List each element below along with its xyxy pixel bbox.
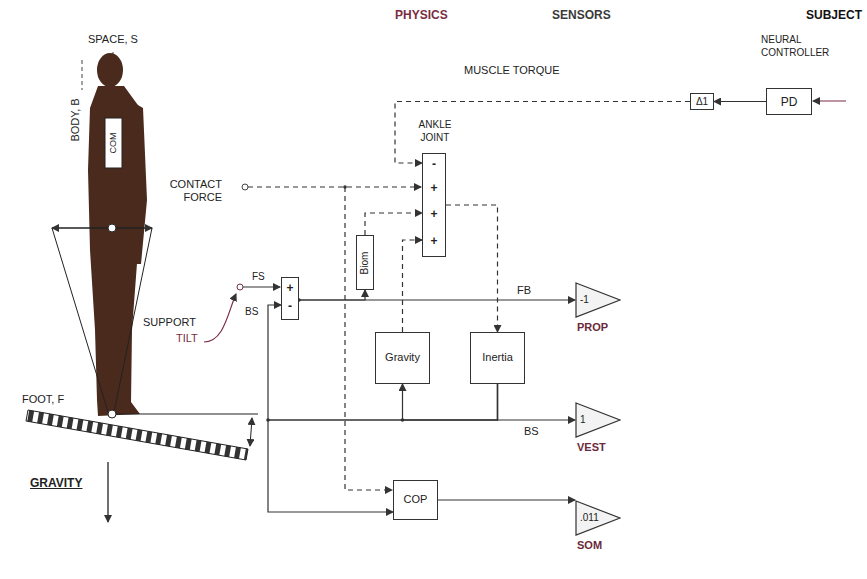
block-heading: ANKLE JOINT xyxy=(407,118,463,144)
body-axis xyxy=(82,60,83,90)
sensor-gain: .011SOM xyxy=(575,500,621,536)
delay-box: Δ1 xyxy=(690,93,714,110)
input-label: TILT xyxy=(176,332,198,345)
sign-label: + xyxy=(423,181,445,195)
controller-box: NEURAL CONTROLLERPD xyxy=(766,88,812,115)
signal-name: FS xyxy=(252,271,265,283)
com-marker xyxy=(105,118,122,168)
block-label: Inertia xyxy=(471,351,524,364)
section-heading: SUBJECT xyxy=(806,8,862,22)
signal-name: BS xyxy=(245,306,258,318)
signal-connector xyxy=(403,384,498,420)
block-label: Δ1 xyxy=(691,96,713,108)
section-heading: SENSORS xyxy=(552,8,611,22)
signal-name: BS xyxy=(522,425,541,438)
torque-connector xyxy=(365,213,422,235)
block-heading: NEURAL CONTROLLER xyxy=(761,33,837,59)
sign-label: - xyxy=(282,299,298,313)
signal-connector xyxy=(299,290,365,300)
gravity-arrow xyxy=(107,462,108,522)
gain-value: 1 xyxy=(580,414,586,426)
frame-label: SPACE, S xyxy=(88,33,138,46)
wire-junction xyxy=(266,418,270,422)
input-terminal xyxy=(237,284,243,290)
signal-name: FB xyxy=(515,284,533,297)
fs-wire xyxy=(243,286,280,287)
summing-box: ANKLE JOINT-+++ xyxy=(422,153,446,257)
wire-junction xyxy=(343,185,347,189)
force-label: GRAVITY xyxy=(30,476,82,490)
triangle-outline xyxy=(576,403,620,437)
signal-connector xyxy=(268,305,498,420)
block-label: Biom xyxy=(359,251,371,274)
summing-junction: +- xyxy=(281,277,299,320)
process-box: Inertia xyxy=(470,332,525,384)
sign-label: + xyxy=(282,281,298,295)
reference-input xyxy=(813,100,846,101)
sign-label: + xyxy=(423,234,445,248)
gain-value: .011 xyxy=(580,512,599,524)
torque-connector xyxy=(446,205,498,332)
gain-value: -1 xyxy=(580,294,589,306)
sign-label: - xyxy=(423,157,445,171)
sway-arrow xyxy=(52,227,152,228)
sign-label: + xyxy=(423,207,445,221)
input-label: SUPPORT xyxy=(143,316,196,329)
block-label: PD xyxy=(767,94,811,108)
com-dot xyxy=(108,224,116,232)
sensor-gain: 1VEST xyxy=(575,402,621,438)
com-label: COM xyxy=(108,133,119,154)
triangle-outline xyxy=(576,283,620,317)
block-label: COP xyxy=(394,493,437,506)
signal-connector xyxy=(438,499,575,500)
section-heading: PHYSICS xyxy=(395,8,448,22)
input-terminal xyxy=(242,184,248,190)
ankle-joint-dot xyxy=(108,410,116,418)
tilt-callout-arrow xyxy=(204,294,236,342)
sway-line xyxy=(52,228,108,412)
sensor-name: SOM xyxy=(577,539,602,552)
torque-connector xyxy=(403,240,423,332)
triangle-outline xyxy=(576,501,620,535)
person-silhouette xyxy=(88,53,147,416)
signal-connector xyxy=(268,384,498,512)
signal-name: MUSCLE TORQUE xyxy=(462,64,562,77)
sensor-gain: -1PROP xyxy=(575,282,621,318)
tilt-angle-arrow xyxy=(250,418,252,446)
signal-connector xyxy=(714,101,766,102)
block-label: Gravity xyxy=(376,351,429,364)
support-platform xyxy=(26,410,248,460)
sensor-name: VEST xyxy=(577,441,606,454)
process-box: Gravity xyxy=(375,332,430,384)
signal-connector xyxy=(498,384,576,420)
sensor-name: PROP xyxy=(577,321,608,334)
process-box: COP xyxy=(393,480,438,520)
wire-junction xyxy=(401,418,405,422)
input-label: CONTACT FORCE xyxy=(147,178,222,204)
frame-label: BODY, B xyxy=(69,98,82,141)
frame-label: FOOT, F xyxy=(22,393,64,406)
contact-force-wire xyxy=(248,186,421,187)
process-box: Biom xyxy=(356,235,374,290)
level-reference xyxy=(116,414,258,415)
